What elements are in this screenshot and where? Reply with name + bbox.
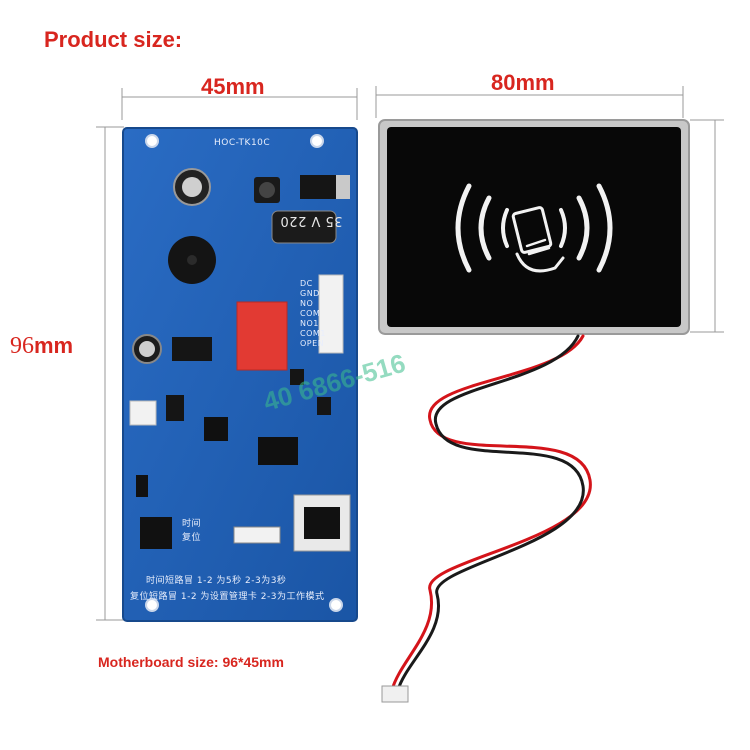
inductor-core	[259, 182, 275, 198]
mcu-chip	[204, 417, 228, 441]
cable-connector	[381, 685, 409, 703]
wave-right-inner	[559, 208, 567, 248]
mounting-hole-top-left	[145, 134, 159, 148]
buzzer-center	[187, 255, 197, 265]
pin-label-com1: COM1	[300, 329, 326, 338]
pin-labels: DC GND NO COM NO1 COM1 OPEN	[300, 279, 326, 349]
board-height-unit: mm	[34, 333, 74, 358]
motherboard: HOC-TK10C 35 V 220 DC GND NO COM NO1 COM…	[122, 127, 358, 622]
instruction-line-1: 时间短路冒 1-2 为5秒 2-3为3秒	[146, 576, 287, 586]
small-ic-a	[166, 395, 184, 421]
pin-label-no: NO	[300, 299, 314, 308]
reader-panel	[387, 127, 681, 327]
wave-left-mid	[478, 195, 492, 261]
reader-width-label: 80mm	[491, 70, 555, 95]
motherboard-size-caption: Motherboard size: 96*45mm	[98, 654, 284, 670]
jumper-time-label: 时间	[182, 519, 202, 529]
small-ic-c	[317, 397, 331, 415]
instruction-line-2: 复位短路冒 1-2 为设置管理卡 2-3为工作模式	[130, 592, 325, 602]
capacitor-left-face	[139, 341, 155, 357]
card-shape	[511, 206, 553, 254]
reader-module	[377, 118, 691, 336]
hand-fingers	[525, 238, 551, 256]
board-width-label: 45mm	[201, 74, 265, 99]
relay	[236, 301, 288, 371]
wire-red	[390, 334, 592, 692]
mounting-hole-bottom-right	[329, 598, 343, 612]
pin-header-small	[136, 475, 148, 497]
regulator-tab	[336, 175, 350, 199]
reader-drawing	[378, 119, 690, 335]
wire-black	[396, 334, 585, 692]
wiegand-header	[233, 526, 281, 544]
pin-label-dc: DC	[300, 279, 313, 288]
mounting-hole-bottom-left	[145, 598, 159, 612]
board-height-number: 96	[10, 333, 34, 359]
board-height-label: 96mm	[10, 333, 73, 360]
motherboard-drawing	[122, 127, 358, 622]
jumper-reset-label: 复位	[182, 533, 202, 543]
pin-label-open: OPEN	[300, 339, 325, 348]
board-model-label: HOC-TK10C	[214, 138, 271, 148]
wave-left-outer	[455, 183, 472, 273]
transistor	[172, 337, 212, 361]
pin-label-gnd: GND	[300, 289, 320, 298]
wave-right-mid	[576, 195, 590, 261]
wave-left-inner	[501, 208, 509, 248]
hand-shape	[515, 252, 565, 273]
small-ic-b	[290, 369, 304, 385]
mounting-hole-top-right	[310, 134, 324, 148]
wave-right-outer	[596, 183, 613, 273]
output-connector	[318, 274, 344, 354]
page-title: Product size:	[44, 27, 183, 52]
pin-label-no1: NO1	[300, 319, 319, 328]
capacitor-top-face	[182, 177, 202, 197]
eeprom-chip	[304, 507, 340, 539]
jumper-block	[140, 517, 172, 549]
capacitor-220	[271, 210, 337, 244]
pin-label-com: COM	[300, 309, 321, 318]
left-connector	[129, 400, 157, 426]
rfid-contactless-card-icon	[455, 183, 613, 273]
driver-chip	[258, 437, 298, 465]
